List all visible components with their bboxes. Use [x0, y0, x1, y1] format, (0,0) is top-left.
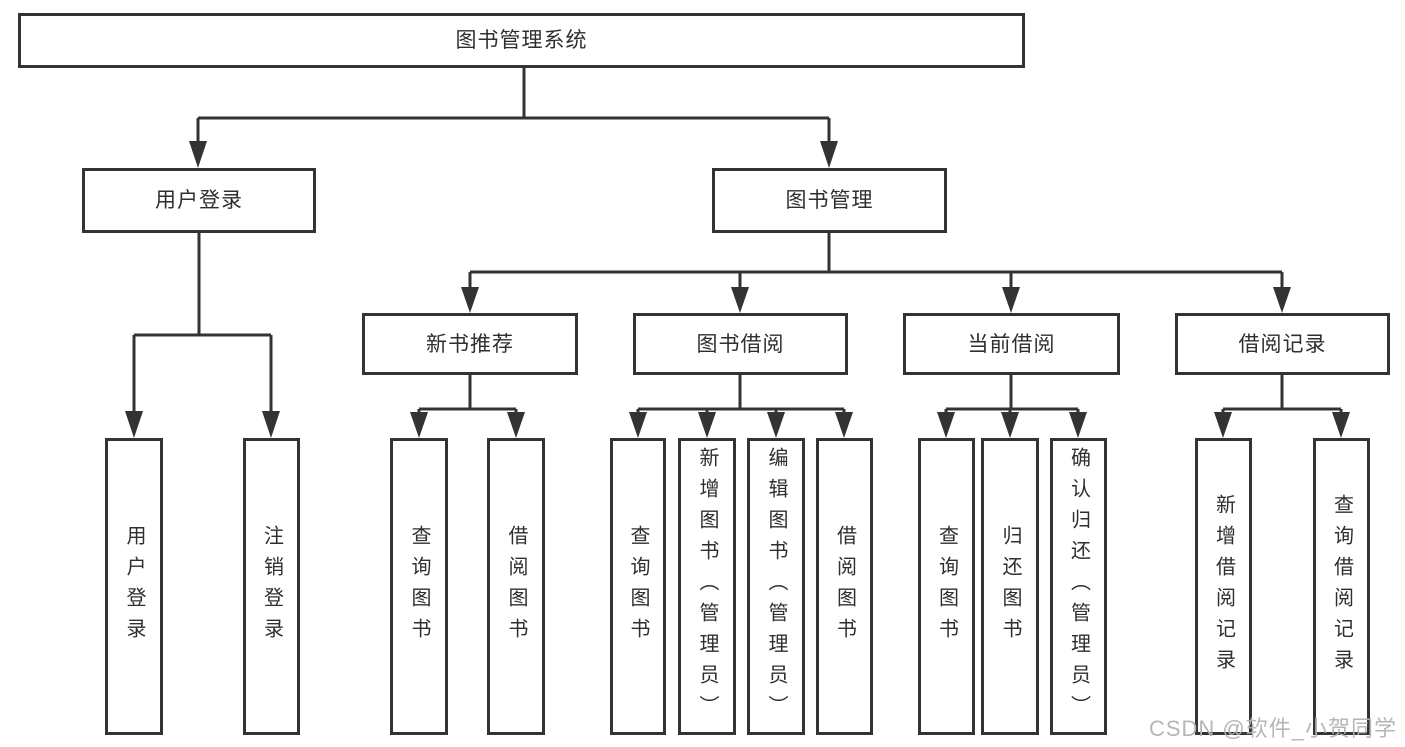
- node-leaf-query-book-2: 查询图书: [610, 438, 666, 735]
- arrowhead: [1002, 287, 1020, 313]
- node-user-login: 用户登录: [82, 168, 316, 233]
- node-current-borrow: 当前借阅: [903, 313, 1120, 375]
- node-book-management: 图书管理: [712, 168, 947, 233]
- node-leaf-confirm-return-admin: 确认归还（管理员）: [1050, 438, 1107, 735]
- connector-record-to-leaves: [1221, 375, 1343, 414]
- arrowhead: [835, 412, 853, 438]
- node-borrow-record: 借阅记录: [1175, 313, 1390, 375]
- arrowhead: [698, 412, 716, 438]
- arrowhead: [937, 412, 955, 438]
- arrowhead: [262, 411, 280, 438]
- arrowhead: [1214, 412, 1232, 438]
- node-new-book-recommend: 新书推荐: [362, 313, 578, 375]
- arrowhead: [507, 412, 525, 438]
- node-leaf-query-book-1: 查询图书: [390, 438, 448, 735]
- node-leaf-borrow-book-1: 借阅图书: [487, 438, 545, 735]
- connector-newbook-to-leaves: [417, 375, 518, 414]
- node-leaf-add-borrow-record: 新增借阅记录: [1195, 438, 1252, 735]
- arrowhead: [767, 412, 785, 438]
- arrowhead: [1001, 412, 1019, 438]
- arrowhead: [1332, 412, 1350, 438]
- connector-borrowmgmt-to-leaves: [636, 375, 846, 414]
- node-leaf-edit-book-admin: 编辑图书（管理员）: [747, 438, 805, 735]
- node-leaf-borrow-book-2: 借阅图书: [816, 438, 873, 735]
- connector-userlogin-to-leaves: [132, 233, 273, 413]
- node-leaf-query-book-3: 查询图书: [918, 438, 975, 735]
- arrowhead: [125, 411, 143, 438]
- connector-root-to-level1: [196, 68, 831, 143]
- connector-currentborrow-to-leaves: [944, 375, 1080, 414]
- arrowhead: [410, 412, 428, 438]
- arrowhead: [1069, 412, 1087, 438]
- connector-bookmgmt-to-level2: [468, 233, 1284, 290]
- node-leaf-logout: 注销登录: [243, 438, 300, 735]
- node-root-system: 图书管理系统: [18, 13, 1025, 68]
- arrowhead: [461, 287, 479, 313]
- arrowhead: [189, 141, 207, 168]
- arrowhead: [629, 412, 647, 438]
- arrowhead: [731, 287, 749, 313]
- arrowheads: [125, 141, 1350, 438]
- node-leaf-return-book: 归还图书: [981, 438, 1039, 735]
- arrowhead: [1273, 287, 1291, 313]
- node-leaf-query-borrow-record: 查询借阅记录: [1313, 438, 1370, 735]
- csdn-watermark: CSDN @软件_小贺同学: [1148, 716, 1397, 741]
- node-leaf-user-login: 用户登录: [105, 438, 163, 735]
- node-book-borrow: 图书借阅: [633, 313, 848, 375]
- arrowhead: [820, 141, 838, 168]
- node-leaf-add-book-admin: 新增图书（管理员）: [678, 438, 736, 735]
